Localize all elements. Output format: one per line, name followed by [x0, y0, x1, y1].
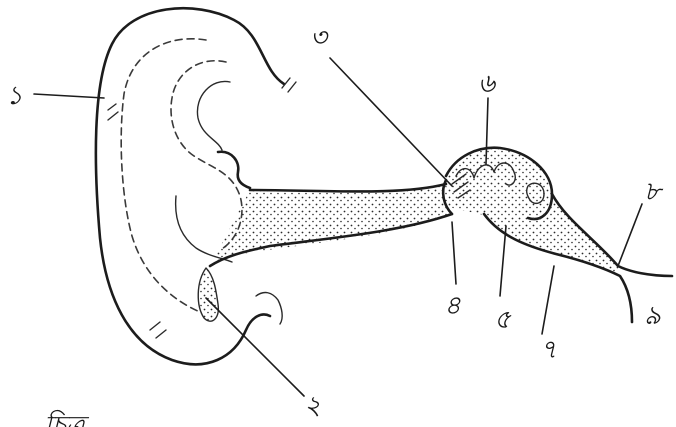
helix-outline: [96, 8, 284, 364]
leader-7: [542, 266, 554, 334]
label-9: ৯: [644, 301, 661, 331]
leader-8: [618, 204, 642, 266]
label-6: ৬: [478, 69, 497, 99]
helix-inner-rim: [121, 39, 206, 312]
label-3: ৩: [310, 23, 329, 53]
lobe-fold: [256, 293, 282, 324]
ear-canal: [210, 184, 452, 266]
leader-3: [330, 58, 452, 186]
leader-1: [34, 94, 104, 98]
figure-caption: চিত্র: [44, 409, 89, 427]
leader-5: [500, 226, 506, 296]
leader-2: [206, 298, 304, 396]
label-4: ৪: [444, 291, 461, 321]
label-8: ৮: [644, 177, 664, 207]
tragus: [218, 152, 250, 188]
helix-tip-hatch: [282, 78, 296, 92]
leader-4: [452, 222, 456, 284]
pinna: [96, 8, 296, 364]
concha-curve: [197, 81, 230, 150]
earlobe-gland: [198, 268, 218, 321]
label-1: ১: [6, 81, 23, 111]
label-2: ২: [304, 391, 321, 421]
middle-ear: [443, 148, 552, 219]
label-5: ৫: [494, 305, 512, 335]
label-7: ৭: [540, 335, 557, 365]
